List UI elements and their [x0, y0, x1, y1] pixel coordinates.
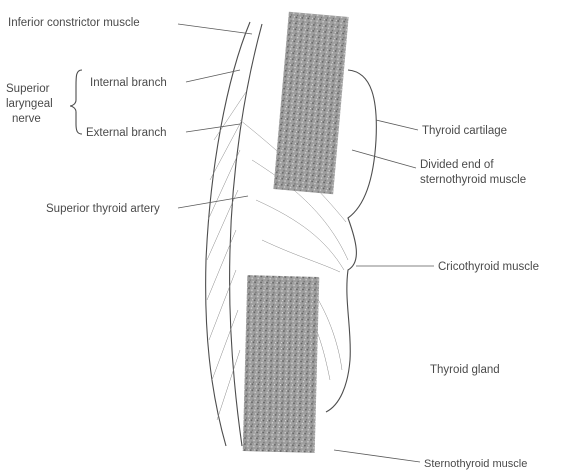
- label-superior-laryngeal-2: laryngeal: [6, 98, 53, 110]
- label-thyroid-gland: Thyroid gland: [430, 364, 500, 376]
- label-thyroid-cartilage: Thyroid cartilage: [422, 125, 507, 137]
- superior-laryngeal-brace: [70, 70, 82, 134]
- sternothyroid-lower: [243, 275, 320, 453]
- label-cricothyroid-muscle: Cricothyroid muscle: [438, 261, 539, 273]
- label-internal-branch: Internal branch: [90, 77, 167, 89]
- sternothyroid-upper: [273, 12, 348, 195]
- label-superior-thyroid-artery: Superior thyroid artery: [46, 203, 160, 215]
- label-inferior-constrictor: Inferior constrictor muscle: [8, 17, 140, 29]
- label-sternothyroid-muscle: Sternothyroid muscle: [424, 458, 527, 470]
- label-external-branch: External branch: [86, 127, 167, 139]
- label-superior-laryngeal-1: Superior: [6, 83, 50, 95]
- label-superior-laryngeal-3: nerve: [12, 113, 41, 125]
- label-divided-end-1: Divided end of: [420, 159, 494, 171]
- label-divided-end-2: sternothyroid muscle: [420, 174, 526, 186]
